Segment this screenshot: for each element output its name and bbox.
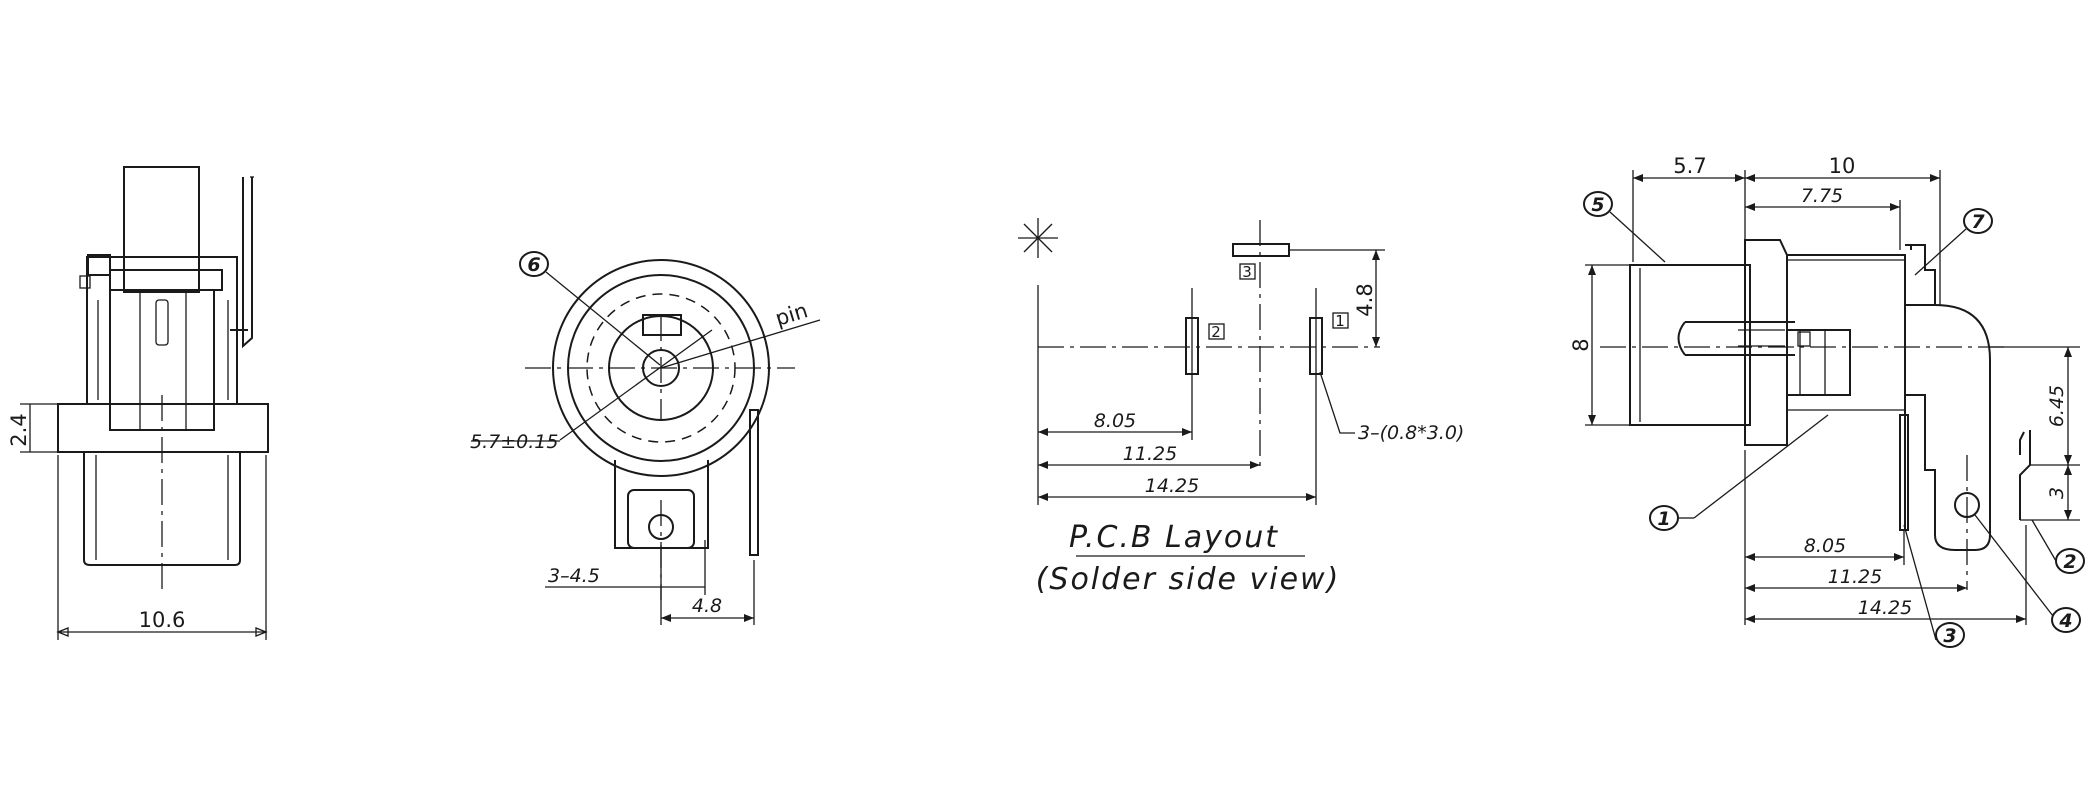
- balloon-6-label: 6: [527, 254, 540, 276]
- balloon-7-label: 7: [1971, 211, 1985, 233]
- balloon-4: [2051, 607, 2081, 633]
- pcb-dim-height: 4.8: [1353, 283, 1377, 316]
- balloon-1-label: 1: [1657, 508, 1670, 530]
- pcb-dim-1: 8.05: [1094, 410, 1136, 432]
- pcb-pad-3: [1232, 243, 1290, 257]
- balloon-6: [519, 251, 549, 277]
- balloon-3-label: 3: [1943, 625, 1956, 647]
- top-dim-diameter: 5.7±0.15: [470, 431, 558, 453]
- side-dim-3: 14.25: [1858, 597, 1912, 619]
- side-dim-pin-height: 6.45: [2046, 385, 2068, 427]
- balloon-2-label: 2: [2063, 551, 2076, 573]
- top-label-pin: pin: [772, 298, 810, 330]
- pcb-dim-pads: 3–(0.8*3.0): [1358, 422, 1464, 444]
- top-view: pin 5.7±0.15 6 3–4.5 4.8: [470, 251, 821, 625]
- pcb-dim-2: 11.25: [1123, 443, 1177, 465]
- side-dim-c: 7.75: [1801, 185, 1843, 207]
- pcb-pad-2-label: 2: [1211, 323, 1221, 341]
- side-body: [1787, 254, 1906, 530]
- balloon-7: [1963, 208, 1993, 234]
- front-pin-body: [123, 166, 200, 293]
- side-dim-1: 8.05: [1804, 535, 1846, 557]
- side-flange: [1744, 239, 1788, 446]
- pcb-layout: 3 2 1 4.8 3–(0.8*3.0) 8.05 11.25 14.2: [1018, 218, 1464, 597]
- pcb-subtitle: (Solder side view): [1036, 562, 1341, 597]
- pcb-pad-1-label: 1: [1335, 312, 1345, 330]
- pcb-pad-3-label: 3: [1242, 263, 1252, 281]
- front-dim-width: 10.6: [139, 608, 186, 632]
- side-barrel: [1629, 264, 1751, 426]
- balloon-3: [1935, 622, 1965, 648]
- top-dim-hole: 3–4.5: [548, 565, 600, 587]
- side-dim-height: 8: [1569, 338, 1593, 351]
- top-side-terminal: [749, 409, 759, 556]
- front-flange: [57, 403, 269, 453]
- side-dim-b: 10: [1829, 154, 1856, 178]
- side-dim-2: 11.25: [1828, 566, 1882, 588]
- pcb-dim-3: 14.25: [1145, 475, 1199, 497]
- pcb-title: P.C.B Layout: [1069, 520, 1279, 555]
- side-view: 8 5.7 10 7.75 6.45 3 8.05: [1569, 154, 2085, 648]
- side-dim-a: 5.7: [1673, 154, 1706, 178]
- balloon-4-label: 4: [2058, 610, 2072, 632]
- front-dim-flange: 2.4: [7, 413, 31, 446]
- front-view: 2.4 10.6: [7, 166, 269, 640]
- front-barrel: [83, 452, 241, 566]
- balloon-5-label: 5: [1591, 194, 1604, 216]
- side-dim-pin-tail: 3: [2046, 487, 2068, 499]
- asterisk-icon: [1018, 218, 1058, 258]
- front-right-terminal: [242, 177, 253, 349]
- top-dim-offset: 4.8: [692, 595, 722, 617]
- balloon-5: [1583, 191, 1613, 217]
